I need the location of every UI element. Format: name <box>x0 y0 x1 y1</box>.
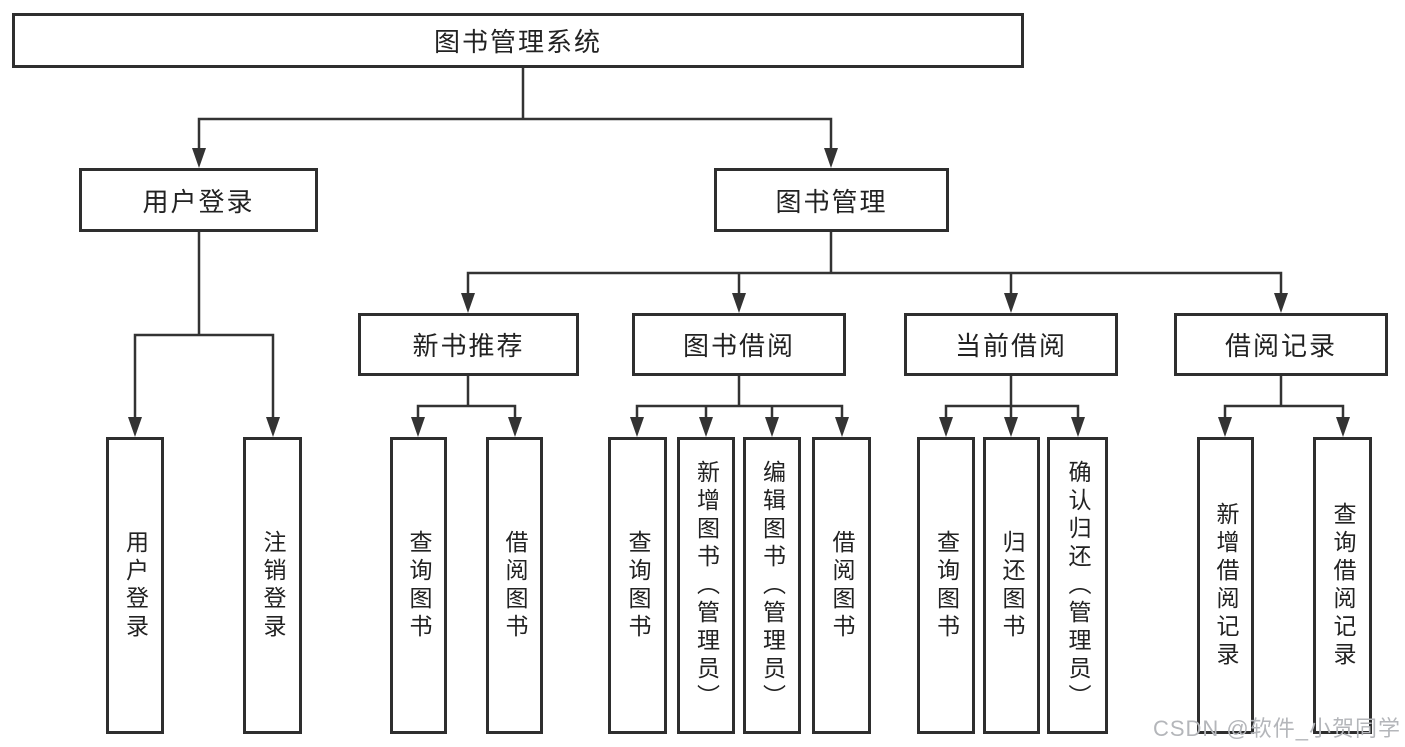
leaf-add-borrow-record-label: 新增借阅记录 <box>1213 501 1239 670</box>
leaf-edit-book-admin-label: 编辑图书（管理员） <box>759 459 786 712</box>
node-new-book-recommend-label: 新书推荐 <box>412 331 525 361</box>
leaf-query-books-recommend: 查询图书 <box>390 437 447 734</box>
leaf-borrow-books-borrowing-label: 借阅图书 <box>829 529 855 642</box>
node-root-label: 图书管理系统 <box>433 27 602 57</box>
leaf-query-books-borrowing: 查询图书 <box>608 437 667 734</box>
watermark: CSDN @软件_小贺同学 <box>1152 716 1401 741</box>
leaf-edit-book-admin: 编辑图书（管理员） <box>743 437 801 734</box>
leaf-add-book-admin: 新增图书（管理员） <box>677 437 735 734</box>
leaf-borrow-books-borrowing: 借阅图书 <box>812 437 871 734</box>
leaf-query-books-recommend-label: 查询图书 <box>406 529 432 642</box>
node-borrow-records-label: 借阅记录 <box>1224 331 1337 361</box>
node-current-borrowing: 当前借阅 <box>904 313 1118 376</box>
leaf-logout: 注销登录 <box>243 437 302 734</box>
node-book-management: 图书管理 <box>714 168 949 232</box>
leaf-borrow-books-recommend: 借阅图书 <box>486 437 543 734</box>
connector-paths <box>133 66 1345 423</box>
node-current-borrowing-label: 当前借阅 <box>954 331 1067 361</box>
leaf-return-books: 归还图书 <box>983 437 1040 734</box>
node-book-management-label: 图书管理 <box>775 186 888 217</box>
node-new-book-recommend: 新书推荐 <box>358 313 579 376</box>
leaf-user-login-label: 用户登录 <box>122 529 149 642</box>
leaf-confirm-return-admin-label: 确认归还（管理员） <box>1065 459 1091 712</box>
leaf-logout-label: 注销登录 <box>260 529 286 642</box>
node-user-login-label: 用户登录 <box>142 186 255 217</box>
node-book-borrowing: 图书借阅 <box>632 313 846 376</box>
leaf-confirm-return-admin: 确认归还（管理员） <box>1047 437 1108 734</box>
leaf-query-borrow-record-label: 查询借阅记录 <box>1330 501 1356 670</box>
arrowheads <box>128 148 1350 437</box>
node-borrow-records: 借阅记录 <box>1174 313 1388 376</box>
leaf-query-books-current-label: 查询图书 <box>933 529 960 642</box>
leaf-query-books-borrowing-label: 查询图书 <box>625 529 651 642</box>
node-book-borrowing-label: 图书借阅 <box>682 331 795 361</box>
node-user-login: 用户登录 <box>79 168 318 232</box>
node-root: 图书管理系统 <box>12 13 1024 68</box>
leaf-borrow-books-recommend-label: 借阅图书 <box>502 529 528 642</box>
leaf-user-login: 用户登录 <box>106 437 164 734</box>
leaf-add-book-admin-label: 新增图书（管理员） <box>693 459 720 712</box>
leaf-query-borrow-record: 查询借阅记录 <box>1313 437 1372 734</box>
leaf-return-books-label: 归还图书 <box>999 529 1025 642</box>
leaf-query-books-current: 查询图书 <box>917 437 975 734</box>
leaf-add-borrow-record: 新增借阅记录 <box>1197 437 1254 734</box>
